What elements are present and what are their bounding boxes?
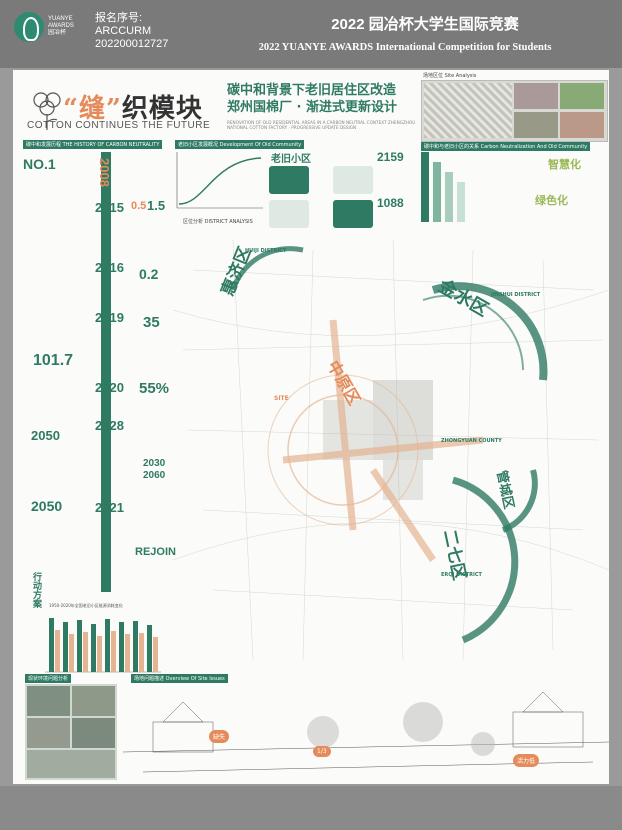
dev-section-label: 老旧小区发展概况 Development Of Old Community: [175, 140, 305, 149]
relation-section-label: 碳中和与老旧小区的关系 Carbon Neutralization And Ol…: [421, 142, 591, 151]
reg-label: 报名序号:: [95, 12, 143, 24]
vitality-badge: 活力低: [513, 754, 540, 767]
site-photo-2: [560, 83, 604, 109]
district-section-label: 区位分析 DISTRICT ANALYSIS: [183, 219, 253, 225]
district-huiji-en: HUIJI DISTRICT: [245, 248, 287, 254]
stat-55-percent: 55%: [139, 380, 170, 397]
stat-2159: 2159: [377, 150, 404, 164]
logo-line1: YUANYE: [48, 16, 73, 22]
site-photo-4: [560, 112, 604, 138]
env-photo-grid: [25, 684, 117, 780]
year-2008: 2008: [97, 158, 112, 187]
cotton-flower-icon: [33, 92, 61, 130]
registration-number: 报名序号: ARCCURM 202200012727: [95, 12, 168, 51]
site-photo-3: [514, 112, 558, 138]
year-2016: 2016: [95, 260, 124, 275]
district-jinshui-en: JINSHUI DISTRICT: [491, 292, 541, 298]
site-issue-illustration: [123, 691, 609, 773]
stat-2050-lower: 2050: [31, 498, 63, 514]
poster-board: “缝”织模块 COTTON CONTINUES THE FUTURE 碳中和背景…: [13, 70, 609, 784]
stat-1088: 1088: [377, 196, 404, 210]
one-third-badge: 1/3: [313, 746, 331, 757]
stat-0-5: 0.5: [131, 200, 147, 212]
district-map: [173, 239, 609, 661]
car-icon: [333, 166, 373, 194]
district-guancheng-en: ZHONGYUAN COUNTY: [441, 438, 502, 444]
stat-1-5: 1.5: [147, 198, 166, 213]
energy-chart-title: 1950-2020年全国老旧小区能源消耗变化: [49, 603, 123, 608]
year-2028: 2028: [95, 418, 124, 433]
site-analysis-label: 场地区位 Site Analysis: [423, 73, 477, 79]
lack-badge: 缺失: [209, 730, 230, 743]
year-2020: 2020: [95, 380, 124, 395]
env-section-label: 现状环境问题分析: [25, 674, 72, 683]
people-icon: [269, 200, 309, 228]
contest-title-en: 2022 YUANYE AWARDS International Competi…: [258, 42, 552, 53]
poster-subtitle: 碳中和背景下老旧居住区改造 郑州国棉厂 · 渐进式更新设计: [227, 82, 437, 116]
stat-2050-left: 2050: [31, 428, 60, 443]
contest-title-cn: 2022 园冶杯大学生国际竞赛: [331, 16, 519, 33]
green-label: 绿色化: [535, 195, 568, 207]
site-photo-strip: [421, 80, 608, 142]
stat-35: 35: [143, 314, 160, 331]
yuanye-logo: YUANYE AWARDS 园冶杯: [14, 12, 78, 58]
history-timeline-bar: [101, 152, 111, 592]
relation-bars: [421, 152, 501, 222]
cotton-logo-icon: [14, 12, 44, 42]
footer-bar: [0, 786, 622, 830]
logo-line3: 园冶杯: [48, 30, 67, 36]
rejoin-label: REJOIN: [135, 546, 176, 558]
subtitle-line2: 郑州国棉厂 · 渐进式更新设计: [227, 100, 397, 115]
title-highlight: “缝”: [63, 94, 122, 124]
title-rest: 织模块: [121, 94, 203, 124]
district-erqi-en: ERQI DISTRICT: [441, 572, 482, 578]
poster-subtitle-en: RENOVATION OF OLD RESIDENTIAL AREAS IN A…: [227, 120, 416, 130]
year-2021: 2021: [95, 500, 124, 515]
action-plan-label: 行动方案: [32, 572, 42, 608]
logo-line2: AWARDS: [48, 23, 74, 29]
history-section-label: 碳中和发展历程 THE HISTORY OF CARBON NEUTRALITY: [23, 140, 163, 149]
stat-101-7: 101.7: [33, 352, 74, 369]
year-2015: 2015: [95, 200, 124, 215]
poster-title-en: COTTON CONTINUES THE FUTURE: [27, 120, 211, 131]
house-icon: [269, 166, 309, 194]
subtitle-line1: 碳中和背景下老旧居住区改造: [227, 83, 397, 98]
overview-section-label: 场地问题描述 Overview Of Site Issues: [131, 674, 228, 683]
stat-0-2: 0.2: [139, 266, 159, 282]
factory-icon: [333, 200, 373, 228]
stat-2030: 2030: [143, 458, 166, 469]
no1-stat: NO.1: [23, 156, 56, 172]
year-2019: 2019: [95, 310, 124, 325]
poster-title: “缝”织模块: [63, 88, 203, 125]
development-curve-chart: [176, 152, 263, 209]
old-community-label: 老旧小区: [271, 154, 311, 165]
energy-bar-chart: [45, 618, 161, 673]
site-photo-1: [514, 83, 558, 109]
competition-header: YUANYE AWARDS 园冶杯 报名序号: ARCCURM 20220001…: [0, 0, 622, 68]
reg-code2: 202200012727: [95, 38, 169, 50]
smart-label: 智慧化: [548, 159, 581, 171]
reg-code1: ARCCURM: [95, 25, 152, 37]
site-label: SITE: [274, 395, 289, 402]
site-plan-thumb: [424, 83, 512, 138]
stat-2060: 2060: [143, 470, 166, 481]
logo-text: YUANYE AWARDS 园冶杯: [48, 16, 74, 37]
